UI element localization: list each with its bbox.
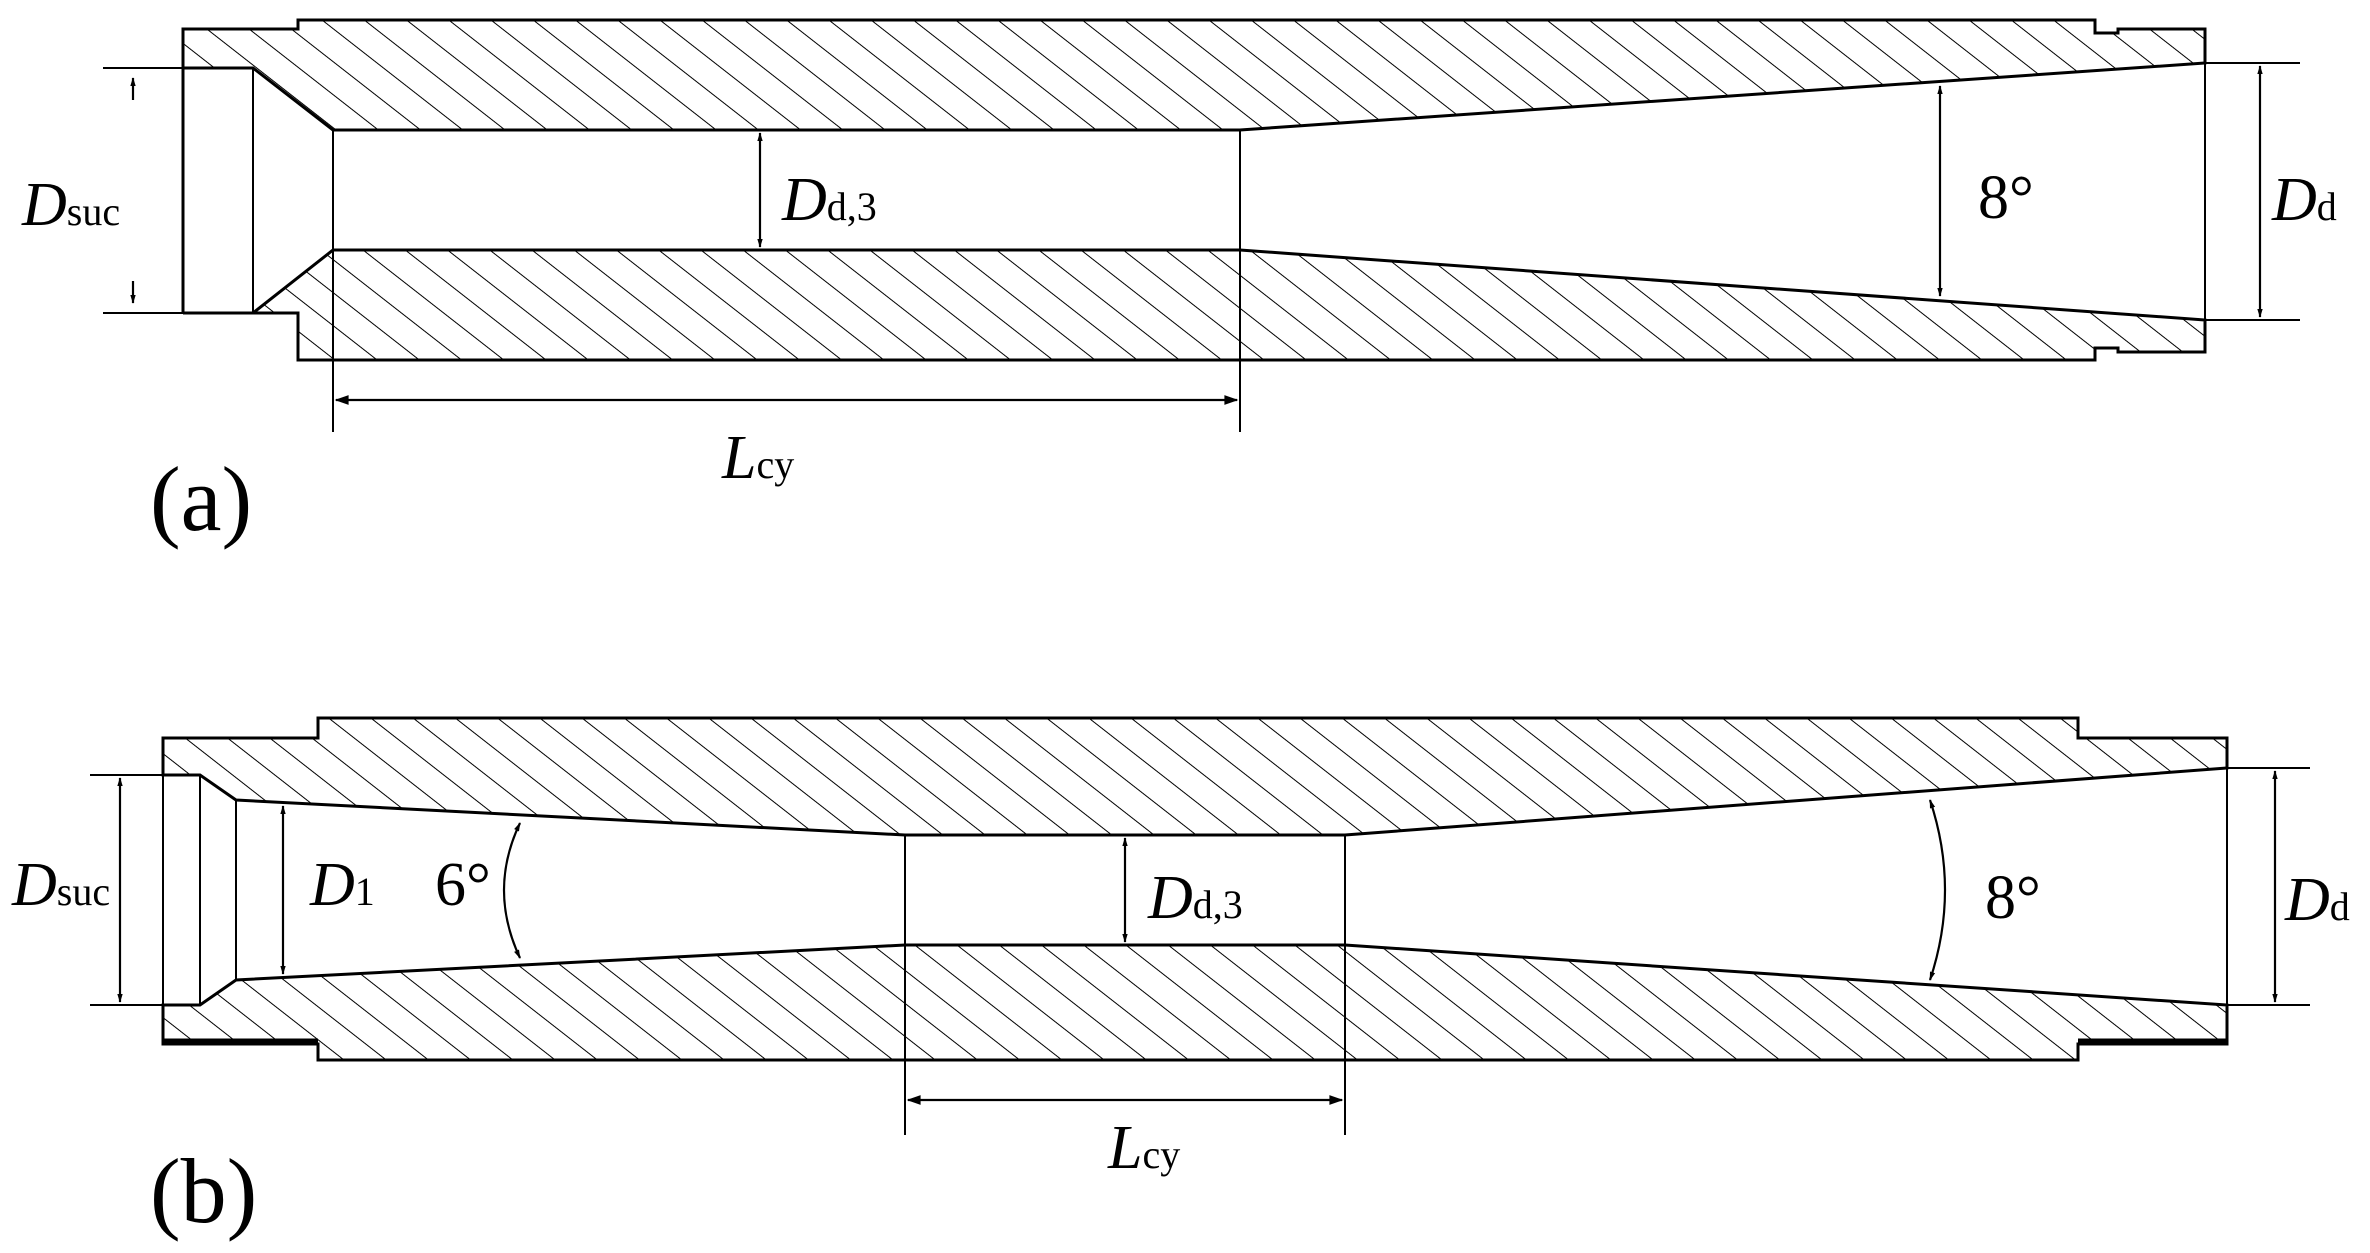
label-d-throat-b: Dd,3 bbox=[1147, 864, 1243, 932]
panel-b-label: (b) bbox=[150, 1140, 257, 1242]
label-l-cy-a: Lcy bbox=[721, 424, 794, 492]
panel-a: (a) Dsuc Dd,3 8° Dd Lcy bbox=[21, 18, 2337, 550]
label-angle8-b: 8° bbox=[1985, 864, 2041, 932]
lower-wall-b bbox=[161, 943, 2229, 1062]
label-angle-a: 8° bbox=[1978, 164, 2034, 232]
label-d-throat-a: Dd,3 bbox=[781, 166, 877, 234]
lower-wall-a bbox=[183, 248, 2207, 362]
panel-b: (b) Dsuc D1 6° Dd,3 8° Dd Lcy bbox=[11, 716, 2350, 1242]
label-d1-b: D1 bbox=[309, 851, 375, 919]
upper-wall-a bbox=[181, 18, 2207, 132]
label-d-outlet-a: Dd bbox=[2271, 166, 2337, 234]
label-d-suc-b: Dsuc bbox=[11, 851, 110, 919]
label-l-cy-b: Lcy bbox=[1107, 1114, 1180, 1182]
label-d-outlet-b: Dd bbox=[2284, 866, 2350, 934]
panel-a-label: (a) bbox=[150, 448, 252, 550]
label-angle6-b: 6° bbox=[435, 851, 491, 919]
label-d-suc-a: Dsuc bbox=[21, 171, 120, 239]
upper-wall-b bbox=[161, 716, 2229, 837]
